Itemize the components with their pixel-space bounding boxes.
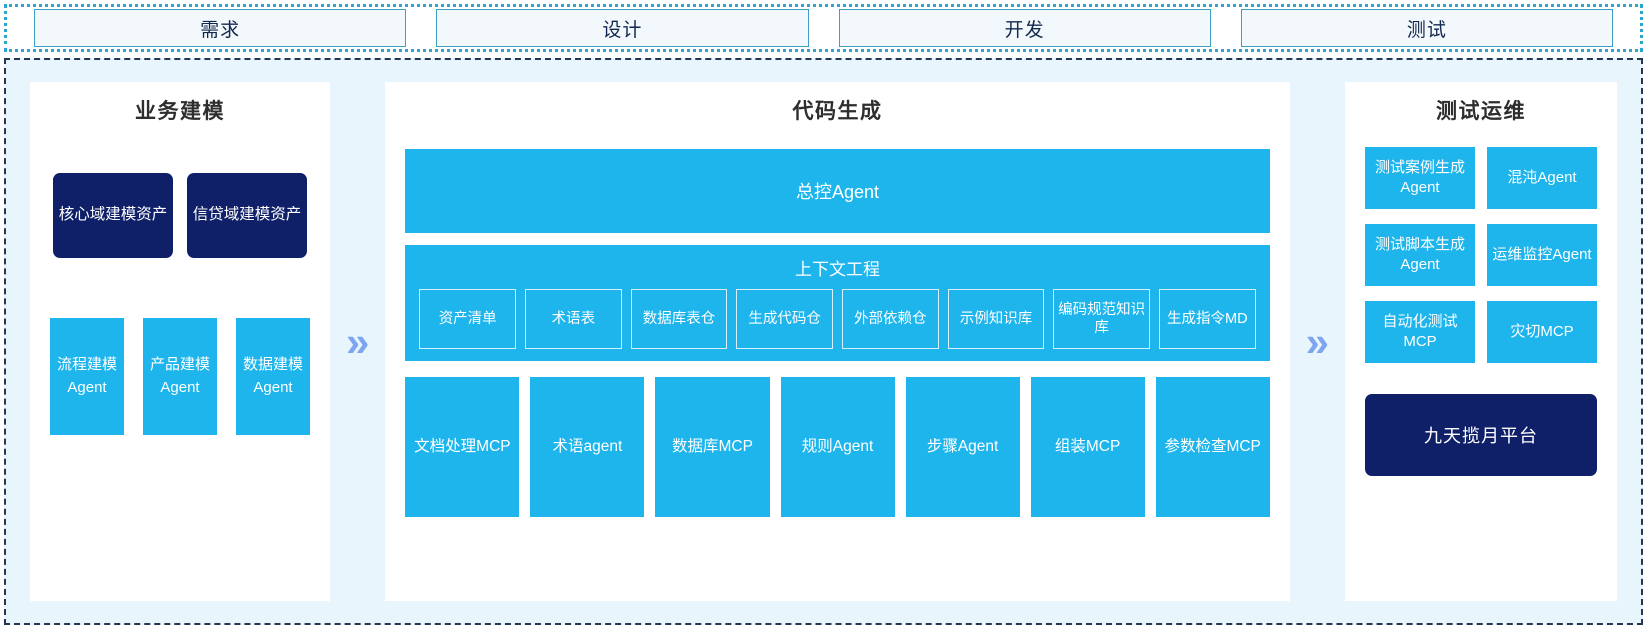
ops-card-automated-test-mcp[interactable]: 自动化测试MCP [1365,301,1475,363]
panel-code-generation: 代码生成 总控Agent 上下文工程 资产清单 术语表 数据库表仓 生成代码仓 … [385,82,1290,601]
mcp-card-step-agent[interactable]: 步骤Agent [905,377,1020,517]
panel-title-code-generation: 代码生成 [792,100,883,123]
context-item-asset-inventory[interactable]: 资产清单 [419,289,517,349]
context-item-coding-standard-kb[interactable]: 编码规范知识库 [1053,289,1150,349]
context-item-external-dependency-repo[interactable]: 外部依赖仓 [841,289,939,349]
platform-card-jiutian-lanyue[interactable]: 九天揽月平台 [1365,394,1597,476]
ops-card-ops-monitoring-agent[interactable]: 运维监控Agent [1487,224,1597,286]
control-agent-card[interactable]: 总控Agent [405,149,1270,233]
chevron-right-icon-2: » [1305,317,1329,365]
asset-card-credit-domain[interactable]: 信贷域建模资产 [187,173,307,258]
mcp-card-assembly[interactable]: 组装MCP [1030,377,1145,517]
main-diagram-area: 业务建模 核心域建模资产 信贷域建模资产 流程建模Agent 产品建模Agent… [4,58,1643,625]
stage-label: 设计 [602,19,643,41]
business-asset-group: 核心域建模资产 信贷域建模资产 [30,173,330,258]
stage-bar: 需求 设计 开发 测试 [4,4,1643,52]
panel-title-test-ops: 测试运维 [1436,100,1526,123]
mcp-card-database[interactable]: 数据库MCP [655,377,770,517]
ops-card-test-script-generation-agent[interactable]: 测试脚本生成Agent [1365,224,1475,286]
agent-card-product-modeling[interactable]: 产品建模Agent [143,318,217,435]
panel-title-business-modeling: 业务建模 [135,100,225,123]
stage-box-testing[interactable]: 测试 [1240,9,1613,47]
context-item-example-knowledge-base[interactable]: 示例知识库 [947,289,1045,349]
context-engineering-title: 上下文工程 [795,260,880,279]
stage-box-requirements[interactable]: 需求 [34,9,407,47]
stage-label: 测试 [1406,19,1447,41]
mcp-card-terminology-agent[interactable]: 术语agent [530,377,645,517]
stage-label: 需求 [200,19,241,41]
context-item-glossary[interactable]: 术语表 [525,289,622,349]
mcp-card-parameter-check[interactable]: 参数检查MCP [1155,377,1270,517]
agent-card-process-modeling[interactable]: 流程建模Agent [50,318,124,435]
business-agent-group: 流程建模Agent 产品建模Agent 数据建模Agent [30,318,330,435]
panel-test-ops: 测试运维 测试案例生成Agent 混沌Agent 测试脚本生成Agent 运维监… [1345,82,1617,601]
panel-business-modeling: 业务建模 核心域建模资产 信贷域建模资产 流程建模Agent 产品建模Agent… [30,82,330,601]
agent-card-data-modeling[interactable]: 数据建模Agent [236,318,310,435]
mcp-agent-row: 文档处理MCP 术语agent 数据库MCP 规则Agent 步骤Agent 组… [405,377,1270,517]
context-item-generation-instruction-md[interactable]: 生成指令MD [1158,289,1256,349]
context-item-generated-code-repo[interactable]: 生成代码仓 [736,289,833,349]
ops-card-chaos-agent[interactable]: 混沌Agent [1487,147,1597,209]
context-item-db-table-repo[interactable]: 数据库表仓 [630,289,728,349]
context-items-row: 资产清单 术语表 数据库表仓 生成代码仓 外部依赖仓 示例知识库 编码规范知识库… [405,289,1269,349]
context-engineering-block: 上下文工程 资产清单 术语表 数据库表仓 生成代码仓 外部依赖仓 示例知识库 编… [405,245,1270,361]
stage-box-development[interactable]: 开发 [838,9,1211,47]
chevron-right-icon-1: » [346,317,370,365]
asset-card-core-domain[interactable]: 核心域建模资产 [53,173,173,258]
ops-card-disaster-switch-mcp[interactable]: 灾切MCP [1487,301,1597,363]
ops-card-test-case-generation-agent[interactable]: 测试案例生成Agent [1365,147,1475,209]
mcp-card-document-processing[interactable]: 文档处理MCP [405,377,520,517]
test-ops-card-grid: 测试案例生成Agent 混沌Agent 测试脚本生成Agent 运维监控Agen… [1345,125,1617,363]
stage-box-design[interactable]: 设计 [436,9,809,47]
mcp-card-rule-agent[interactable]: 规则Agent [780,377,895,517]
stage-label: 开发 [1004,19,1045,41]
